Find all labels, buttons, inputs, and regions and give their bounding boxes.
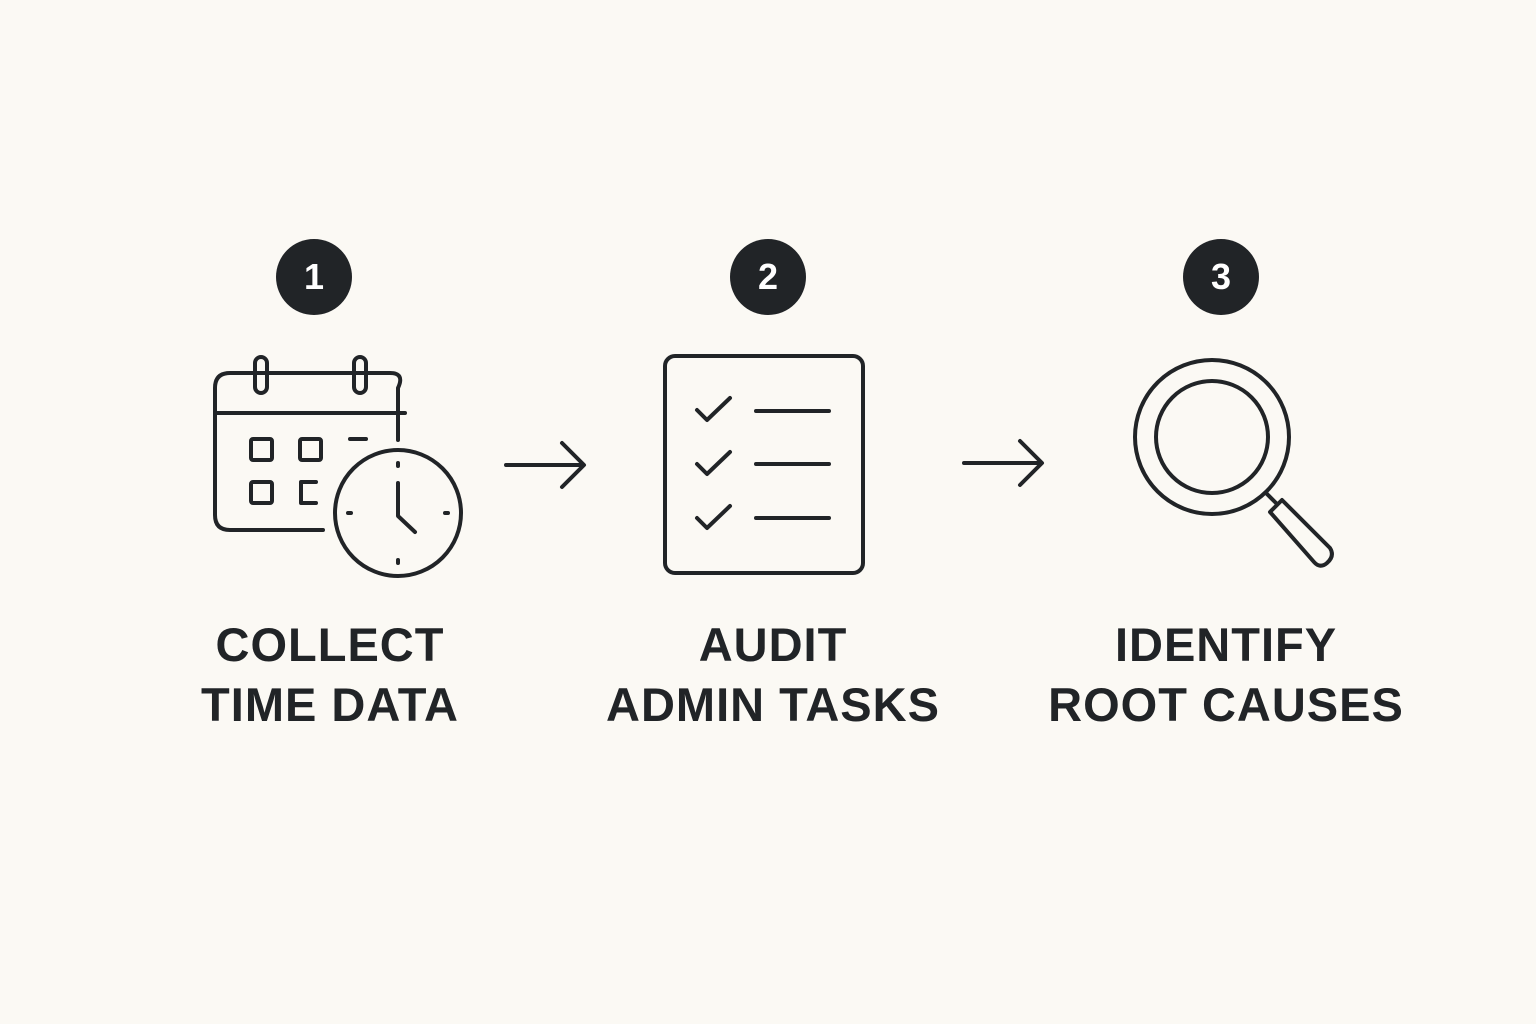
- step-3-line-2: ROOT CAUSES: [1048, 678, 1404, 731]
- arrow-right-icon: [504, 441, 586, 489]
- checklist-icon: [663, 354, 865, 575]
- step-1-label: COLLECT TIME DATA: [100, 615, 560, 735]
- step-2-badge: 2: [730, 239, 806, 315]
- step-1-line-1: COLLECT: [215, 618, 445, 671]
- step-3-label: IDENTIFY ROOT CAUSES: [996, 615, 1456, 735]
- step-2-label: AUDIT ADMIN TASKS: [543, 615, 1003, 735]
- step-1-badge: 1: [276, 239, 352, 315]
- calendar-clock-icon: [213, 355, 463, 578]
- arrow-right-icon: [962, 439, 1044, 487]
- step-1-line-2: TIME DATA: [201, 678, 459, 731]
- magnifying-glass-icon: [1133, 358, 1334, 568]
- step-3-line-1: IDENTIFY: [1114, 618, 1338, 671]
- step-2-line-2: ADMIN TASKS: [606, 678, 940, 731]
- step-2-line-1: AUDIT: [698, 618, 848, 671]
- step-3-badge: 3: [1183, 239, 1259, 315]
